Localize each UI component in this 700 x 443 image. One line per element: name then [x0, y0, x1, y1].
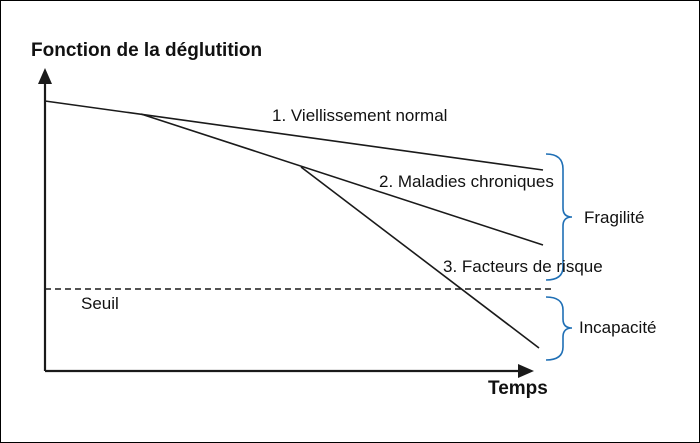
- y-axis-label: Fonction de la déglutition: [31, 40, 263, 61]
- x-axis-arrow: [518, 364, 534, 378]
- x-axis-label: Temps: [488, 378, 548, 399]
- curve-label-normal-aging: 1. Viellissement normal: [272, 106, 448, 125]
- curve-label-chronic-diseases: 2. Maladies chroniques: [379, 172, 554, 191]
- zone-label-fragility: Fragilité: [584, 208, 645, 227]
- threshold-label: Seuil: [81, 294, 119, 313]
- curve-risk-factors: [300, 166, 540, 349]
- curve-chronic-diseases: [140, 113, 544, 246]
- brace-incapacity: [545, 296, 573, 361]
- y-axis-arrow: [38, 68, 52, 84]
- curve-label-risk-factors: 3. Facteurs de risque: [443, 257, 603, 276]
- brace-fragility: [545, 153, 573, 281]
- curve-normal-aging: [44, 100, 544, 171]
- zone-label-incapacity: Incapacité: [579, 318, 657, 337]
